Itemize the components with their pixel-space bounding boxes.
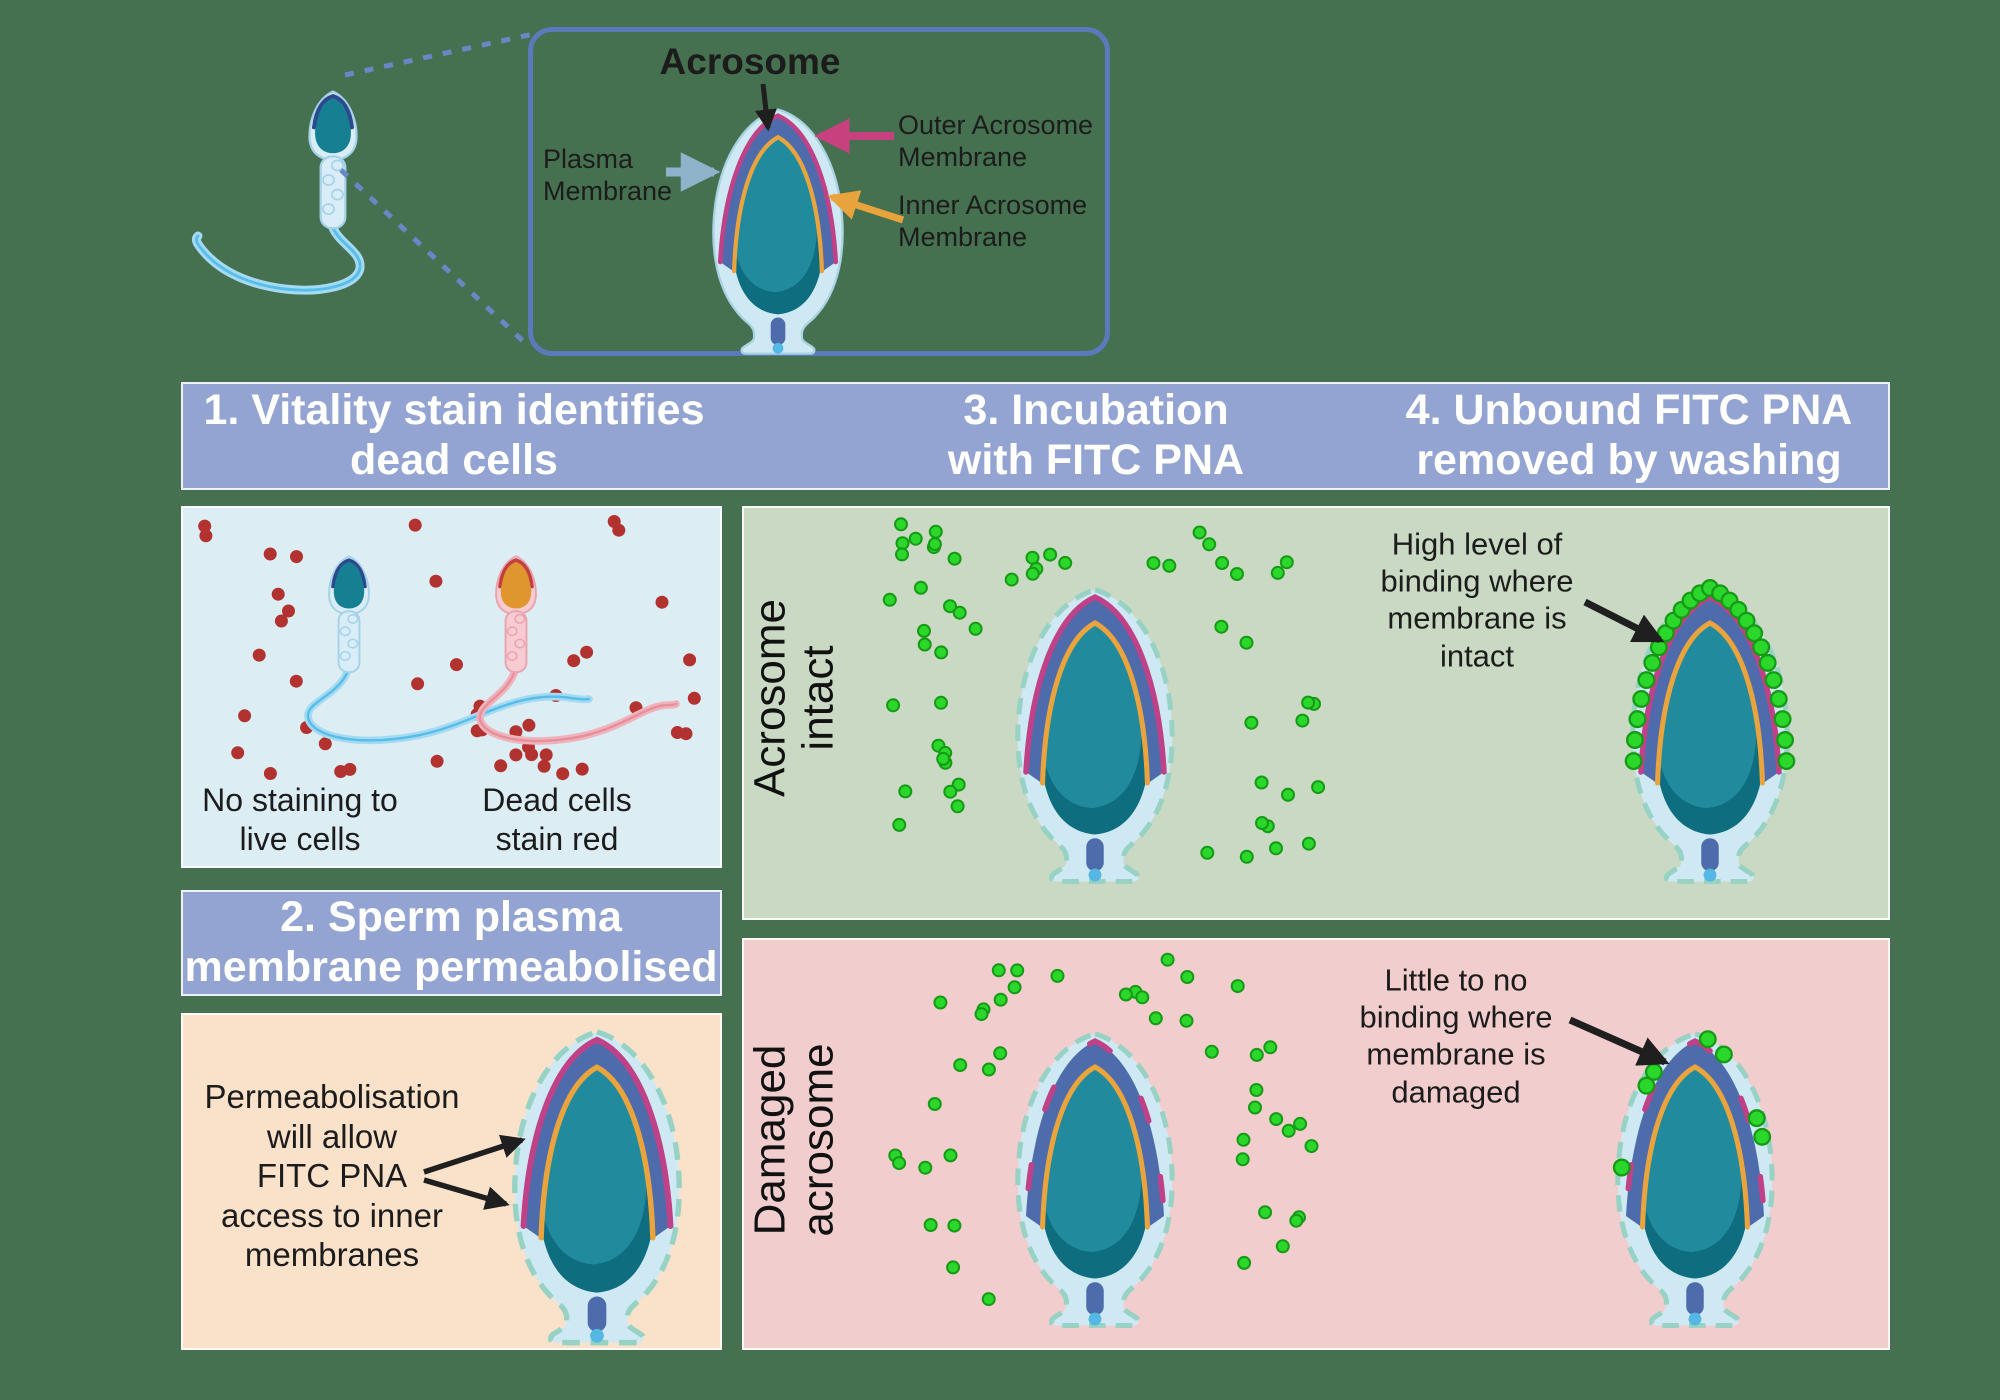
acrosome-label: Acrosome — [659, 41, 841, 82]
callout-line-bottom — [339, 168, 526, 344]
callout-line-top — [344, 30, 539, 78]
high-binding-note: High level of binding where membrane is … — [1380, 526, 1574, 674]
step3-title: 3. Incubation with FITC PNA — [947, 386, 1245, 484]
step4-title: 4. Unbound FITC PNA removed by washing — [1405, 386, 1853, 484]
outer-acrosome-membrane-label: Outer Acrosome Membrane — [898, 110, 1094, 172]
plasma-membrane-label: Plasma Membrane — [543, 144, 673, 206]
live-cells-caption: No staining to live cells — [202, 781, 398, 857]
acrosome-intact-panel — [742, 506, 1890, 920]
acrosome-intact-label: Acrosome intact — [745, 598, 842, 798]
low-binding-note: Little to no binding where membrane is d… — [1359, 962, 1553, 1110]
step1-title: 1. Vitality stain identifies dead cells — [203, 386, 705, 484]
steps-header-bar — [181, 382, 1890, 490]
damaged-acrosome-label: Damaged acrosome — [745, 1043, 842, 1237]
step2-title: 2. Sperm plasma membrane permeabolised — [184, 893, 718, 991]
step2-header-bar — [181, 890, 722, 996]
damaged-acrosome-panel — [742, 938, 1890, 1350]
dead-cells-caption: Dead cells stain red — [482, 781, 632, 857]
whole-sperm-illustration — [308, 90, 358, 230]
permeabolisation-note: Permeabolisation will allow FITC PNA acc… — [204, 1078, 460, 1274]
inner-acrosome-membrane-label: Inner Acrosome Membrane — [898, 190, 1088, 252]
